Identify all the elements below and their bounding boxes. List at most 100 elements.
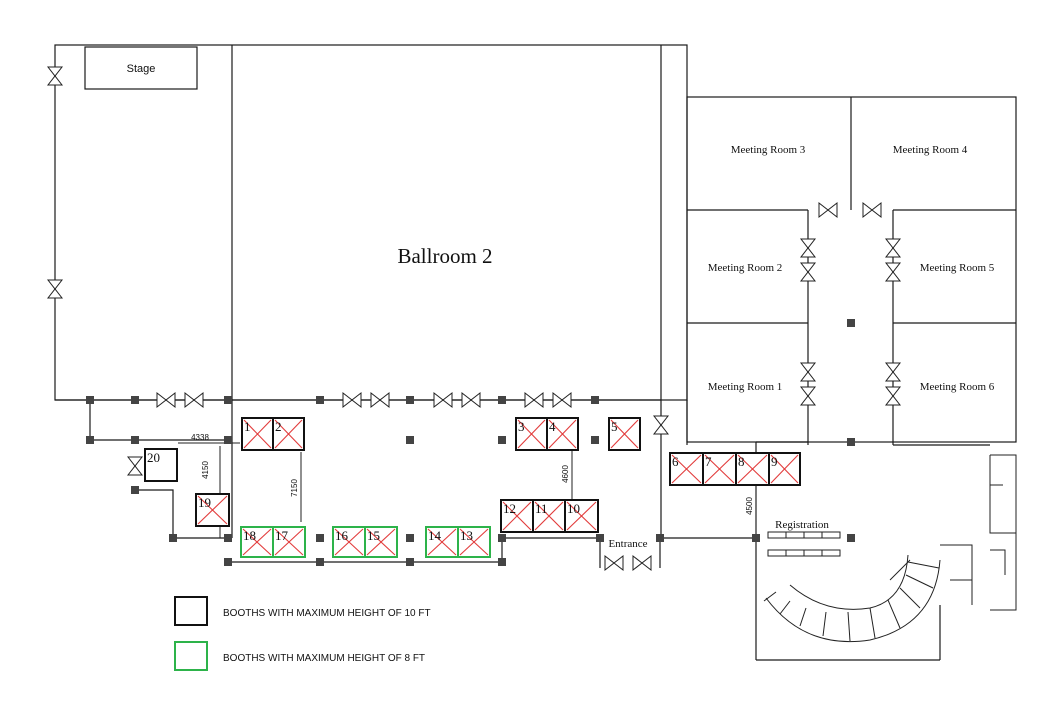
column: [316, 534, 324, 542]
booth-2[interactable]: 2: [272, 417, 305, 451]
column: [591, 396, 599, 404]
ballroom-walls: [54, 44, 688, 401]
registration-desk: [767, 531, 841, 557]
column: [406, 436, 414, 444]
stage-label: Stage: [127, 63, 156, 75]
booth-6[interactable]: 6: [669, 452, 704, 486]
booth-number: 20: [147, 450, 160, 465]
booth-cross-line: [737, 454, 768, 484]
booth-18[interactable]: 18: [240, 526, 274, 558]
booth-cross-line: [274, 419, 303, 449]
booth-20[interactable]: 20: [144, 448, 178, 482]
door-icon: [632, 554, 652, 572]
booth-1[interactable]: 1: [241, 417, 274, 451]
column: [596, 534, 604, 542]
booth-outline: [144, 448, 178, 482]
legend-label-8ft: BOOTHS WITH MAXIMUM HEIGHT OF 8 FT: [223, 653, 425, 664]
legend-swatch-10ft: [174, 596, 208, 626]
booth-cross-line: [548, 419, 577, 449]
corridor-walls: [89, 400, 941, 661]
doors: [46, 66, 902, 572]
column: [847, 534, 855, 542]
booth-cross-line: [566, 501, 597, 531]
column: [498, 558, 506, 566]
column: [169, 534, 177, 542]
booth-number: 17: [275, 528, 289, 543]
columns: [86, 319, 855, 566]
booth-9[interactable]: 9: [768, 452, 801, 486]
door-icon: [799, 262, 817, 282]
ballroom-label: Ballroom 2: [397, 244, 492, 268]
booth-16[interactable]: 16: [332, 526, 366, 558]
door-icon: [342, 391, 362, 409]
booth-11[interactable]: 11: [532, 499, 566, 533]
door-icon: [884, 386, 902, 406]
booth-number: 14: [428, 528, 442, 543]
door-icon: [604, 554, 624, 572]
column: [847, 438, 855, 446]
booth-number: 11: [535, 501, 548, 516]
meeting-room-5-label: Meeting Room 5: [920, 262, 995, 274]
door-icon: [461, 391, 481, 409]
column: [86, 396, 94, 404]
booth-number: 5: [611, 419, 618, 434]
booth-14[interactable]: 14: [425, 526, 459, 558]
column: [86, 436, 94, 444]
meeting-room-4-label: Meeting Room 4: [893, 144, 968, 156]
door-icon: [433, 391, 453, 409]
booth-cross-line: [770, 454, 799, 484]
column: [131, 436, 139, 444]
door-icon: [46, 279, 64, 299]
column: [498, 436, 506, 444]
booth-cross-line: [366, 528, 396, 556]
column: [316, 558, 324, 566]
booth-number: 6: [672, 454, 679, 469]
booth-number: 16: [335, 528, 349, 543]
booth-cross-line: [427, 528, 457, 556]
door-icon: [884, 262, 902, 282]
booth-number: 12: [503, 501, 516, 516]
meeting-room-6-label: Meeting Room 6: [920, 381, 995, 393]
booth-17[interactable]: 17: [272, 526, 306, 558]
booth-10[interactable]: 10: [564, 499, 599, 533]
booth-number: 1: [244, 419, 251, 434]
column: [316, 396, 324, 404]
booth-number: 13: [460, 528, 473, 543]
booth-3[interactable]: 3: [515, 417, 548, 451]
booth-cross-line: [334, 528, 364, 556]
booth-number: 15: [367, 528, 380, 543]
booth-5[interactable]: 5: [608, 417, 641, 451]
column: [224, 558, 232, 566]
booth-4[interactable]: 4: [546, 417, 579, 451]
booth-cross-line: [502, 501, 532, 531]
booth-number: 9: [771, 454, 778, 469]
column: [224, 534, 232, 542]
booth-13[interactable]: 13: [457, 526, 491, 558]
booth-12[interactable]: 12: [500, 499, 534, 533]
door-icon: [184, 391, 204, 409]
column: [752, 534, 760, 542]
door-icon: [370, 391, 390, 409]
legend-label-10ft: BOOTHS WITH MAXIMUM HEIGHT OF 10 FT: [223, 608, 431, 619]
meeting-room-2-label: Meeting Room 2: [708, 262, 783, 274]
booth-7[interactable]: 7: [702, 452, 737, 486]
dimension-4600: 4600: [561, 465, 570, 483]
booth-8[interactable]: 8: [735, 452, 770, 486]
column: [591, 436, 599, 444]
dimension-4150: 4150: [201, 461, 210, 479]
column: [224, 396, 232, 404]
booth-number: 18: [243, 528, 256, 543]
booth-15[interactable]: 15: [364, 526, 398, 558]
door-icon: [862, 201, 882, 219]
column: [656, 534, 664, 542]
booth-cross-line: [517, 419, 546, 449]
door-icon: [799, 362, 817, 382]
column: [498, 396, 506, 404]
booth-cross-line: [671, 454, 702, 484]
booth-19[interactable]: 19: [195, 493, 230, 527]
column: [224, 436, 232, 444]
booth-cross-line: [459, 528, 489, 556]
door-icon: [156, 391, 176, 409]
booth-number: 19: [198, 495, 211, 510]
